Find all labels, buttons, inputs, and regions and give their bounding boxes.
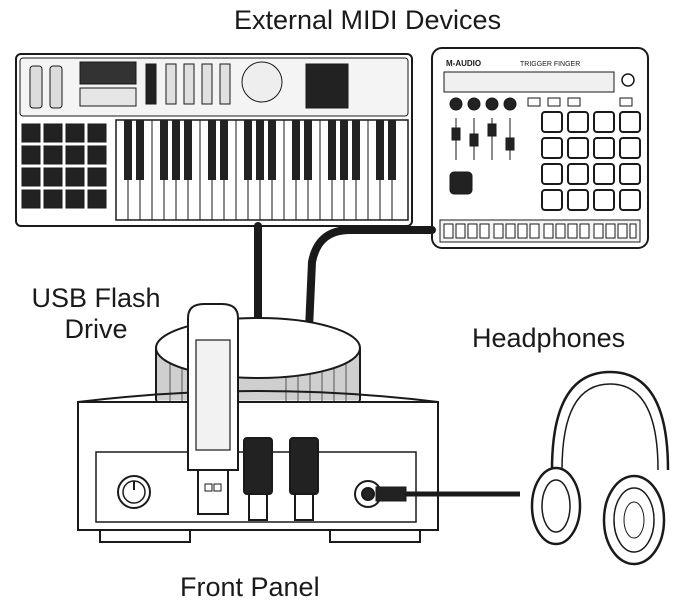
step-buttons-strip bbox=[439, 219, 641, 243]
keyboard-controller bbox=[15, 53, 413, 227]
black-keys bbox=[124, 120, 396, 180]
volume-knob-top bbox=[155, 317, 361, 379]
pad-controller-encoder bbox=[621, 73, 635, 87]
keyboard-buttons-block bbox=[79, 87, 137, 107]
pad-controller-brand: M-AUDIO bbox=[446, 59, 481, 68]
usb-plug-keyboard-tip bbox=[248, 493, 268, 521]
pad-controller-display bbox=[443, 71, 615, 93]
transport-cluster bbox=[241, 61, 283, 103]
keyboard-top-panel bbox=[19, 57, 409, 117]
keyboard-sliders bbox=[145, 63, 231, 105]
keyboard-drum-pads bbox=[21, 123, 107, 209]
usb-flash-label-line2: Drive bbox=[64, 314, 128, 345]
pad-controller-knobs bbox=[449, 97, 517, 111]
usb-plug-keyboard bbox=[243, 437, 273, 495]
headband bbox=[550, 370, 670, 471]
usb-plug-pad-tip bbox=[294, 493, 314, 521]
mod-wheel bbox=[49, 65, 63, 109]
headphones bbox=[530, 370, 670, 566]
usb-flash-label-line1: USB Flash bbox=[31, 283, 161, 313]
headphones-label: Headphones bbox=[472, 323, 626, 353]
usb-plugs bbox=[243, 437, 319, 521]
interface-foot-right bbox=[329, 529, 421, 543]
keyboard-display bbox=[79, 61, 137, 85]
pad-controller: M-AUDIO TRIGGER FINGER bbox=[431, 47, 649, 249]
pad-controller-dpad bbox=[449, 171, 473, 195]
keyboard-top-pads bbox=[305, 63, 349, 109]
interface-foot-left bbox=[99, 529, 191, 543]
usb-plug-pad bbox=[289, 437, 319, 495]
pitch-wheel bbox=[29, 65, 43, 109]
pad-controller-usb-cable bbox=[300, 226, 436, 444]
usb-flash-drive bbox=[187, 303, 239, 515]
pad-controller-model: TRIGGER FINGER bbox=[520, 61, 580, 68]
pad-controller-buttons bbox=[527, 97, 633, 107]
external-midi-devices-label: External MIDI Devices bbox=[234, 5, 502, 35]
pad-controller-pads bbox=[541, 111, 641, 211]
headphone-plug bbox=[375, 486, 407, 502]
front-panel-label: Front Panel bbox=[180, 572, 320, 602]
pad-controller-faders bbox=[451, 118, 515, 160]
usb-flash-drive-label: USB Flash Drive bbox=[16, 283, 176, 345]
flash-drive-connector bbox=[197, 469, 229, 515]
step-buttons bbox=[443, 223, 637, 239]
